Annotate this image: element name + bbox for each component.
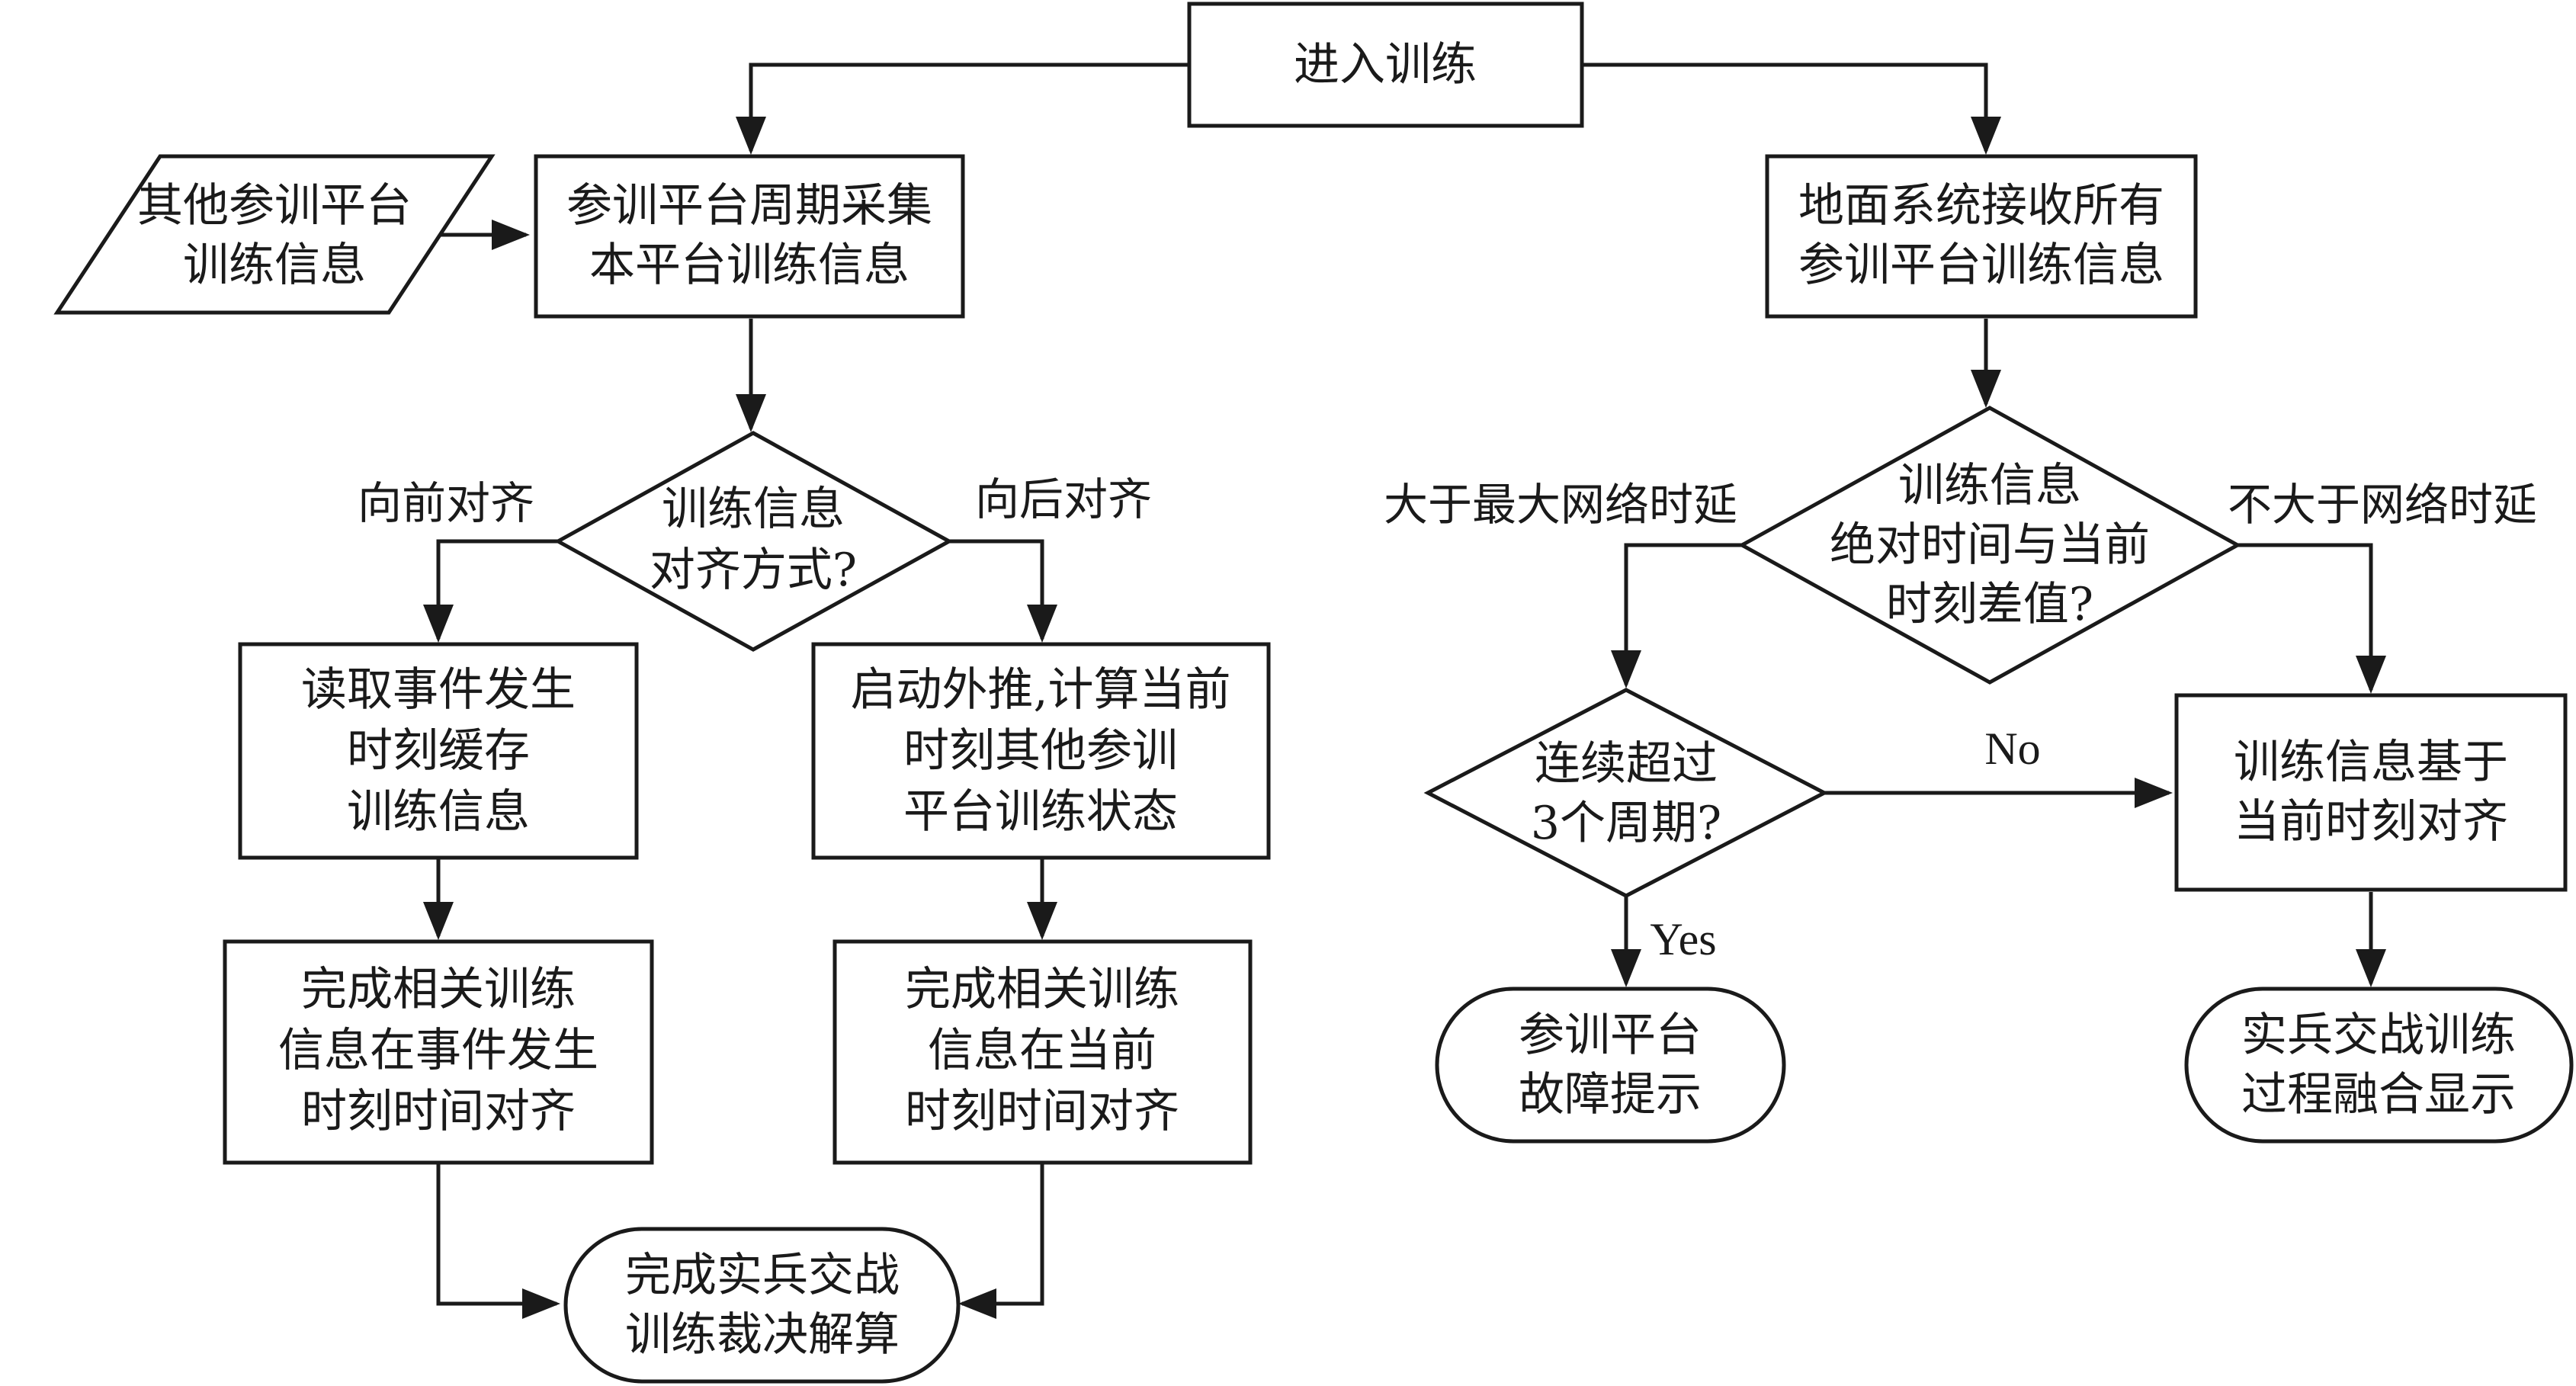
- edge-start-to-ground: [1582, 63, 2001, 155]
- align-current-moment-line3: 时刻时间对齐: [905, 1085, 1179, 1138]
- align-event-line2: 信息在事件发生: [278, 1024, 598, 1077]
- backward-align-label: 向后对齐: [975, 473, 1152, 525]
- node-platform-collect: 参训平台周期采集 本平台训练信息: [534, 154, 965, 319]
- exceed-cycles-line2: 3个周期?: [1531, 797, 1721, 850]
- adjudication-line2: 训练裁决解算: [625, 1308, 900, 1362]
- node-enter-training: 进入训练: [1187, 2, 1584, 128]
- node-align-event-time: 完成相关训练 信息在事件发生 时刻时间对齐: [223, 939, 654, 1165]
- node-other-platforms-info: 其他参训平台 训练信息: [53, 154, 496, 315]
- node-exceed-3-cycles: 连续超过 3个周期?: [1423, 688, 1829, 898]
- align-event-line1: 完成相关训练: [301, 963, 576, 1016]
- read-cache-line1: 读取事件发生: [301, 663, 576, 717]
- align-current-time-line1: 训练信息基于: [2234, 736, 2508, 789]
- extrapolate-line1: 启动外推,计算当前: [850, 663, 1230, 717]
- time-diff-line2: 绝对时间与当前: [1830, 518, 2150, 572]
- platform-collect-line2: 本平台训练信息: [589, 239, 909, 292]
- other-platforms-info-line2: 训练信息: [183, 239, 366, 292]
- edge-not-exceed-delay: [2238, 543, 2386, 694]
- node-align-current-moment: 完成相关训练 信息在当前 时刻时间对齐: [832, 939, 1253, 1165]
- edge-backward-align: [949, 539, 1057, 643]
- fault-prompt-line2: 故障提示: [1519, 1068, 1702, 1121]
- node-align-current-time: 训练信息基于 当前时刻对齐: [2174, 693, 2568, 892]
- align-current-moment-line1: 完成相关训练: [905, 963, 1179, 1016]
- edge-current-to-adjudication: [958, 1163, 1044, 1319]
- time-diff-line3: 时刻差值?: [1886, 578, 2093, 631]
- yes-label: Yes: [1650, 914, 1716, 964]
- align-mode-line2: 对齐方式?: [650, 544, 857, 597]
- not-exceed-delay-label: 不大于网络时延: [2228, 479, 2537, 531]
- time-diff-line1: 训练信息: [1898, 459, 2081, 512]
- adjudication-line1: 完成实兵交战: [625, 1249, 900, 1302]
- align-current-time-line2: 当前时刻对齐: [2234, 795, 2508, 849]
- enter-training-label: 进入训练: [1294, 38, 1477, 91]
- fault-prompt-line1: 参训平台: [1519, 1009, 1702, 1062]
- exceed-cycles-line1: 连续超过: [1535, 737, 1718, 791]
- forward-align-label: 向前对齐: [358, 477, 534, 529]
- edge-start-to-collect: [736, 63, 1189, 155]
- read-cache-line2: 时刻缓存: [347, 724, 530, 778]
- edge-labels: 向前对齐 向后对齐 大于最大网络时延 不大于网络时延 No Yes: [358, 473, 2537, 964]
- node-fault-prompt: 参训平台 故障提示: [1435, 987, 1786, 1144]
- align-event-line3: 时刻时间对齐: [301, 1085, 576, 1138]
- edge-exceed-max-delay: [1611, 543, 1742, 688]
- node-time-diff-decision: 训练信息 绝对时间与当前 时刻差值?: [1737, 406, 2242, 685]
- node-extrapolate: 启动外推,计算当前 时刻其他参训 平台训练状态: [811, 642, 1271, 860]
- exceed-max-delay-label: 大于最大网络时延: [1384, 479, 1737, 531]
- fusion-display-line1: 实兵交战训练: [2241, 1009, 2516, 1062]
- read-cache-line3: 训练信息: [347, 785, 530, 839]
- ground-receive-line2: 参训平台训练信息: [1798, 239, 2164, 292]
- node-read-event-cache: 读取事件发生 时刻缓存 训练信息: [238, 642, 639, 860]
- align-mode-line1: 训练信息: [662, 483, 845, 536]
- edge-forward-align: [423, 539, 558, 643]
- connectors: [423, 63, 2386, 1319]
- align-current-moment-line2: 信息在当前: [928, 1024, 1156, 1077]
- node-adjudication: 完成实兵交战 训练裁决解算: [563, 1227, 961, 1384]
- other-platforms-info-line1: 其他参训平台: [137, 179, 412, 233]
- edge-event-to-adjudication: [436, 1163, 560, 1319]
- node-fusion-display: 实兵交战训练 过程融合显示: [2184, 987, 2574, 1144]
- platform-collect-line1: 参训平台周期采集: [566, 179, 932, 233]
- extrapolate-line3: 平台训练状态: [903, 785, 1178, 839]
- ground-receive-line1: 地面系统接收所有: [1798, 179, 2164, 233]
- no-label: No: [1984, 723, 2040, 774]
- extrapolate-line2: 时刻其他参训: [903, 724, 1178, 778]
- fusion-display-line2: 过程融合显示: [2241, 1068, 2516, 1121]
- node-align-mode-decision: 训练信息 对齐方式?: [553, 431, 954, 652]
- node-ground-receive: 地面系统接收所有 参训平台训练信息: [1765, 154, 2198, 319]
